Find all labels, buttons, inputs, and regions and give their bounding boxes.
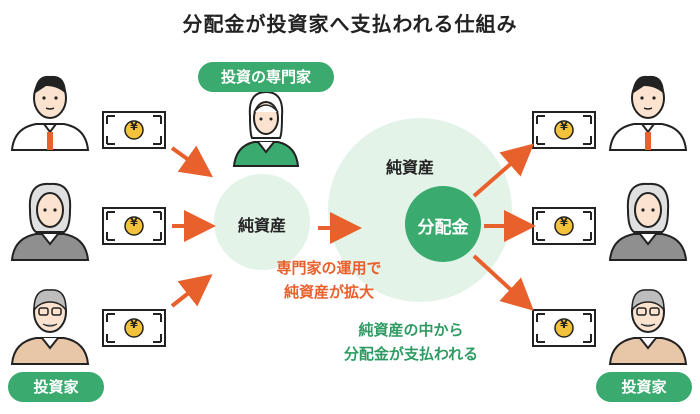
yen-icon: ¥	[560, 216, 568, 229]
distribution-note: 純資産の中から 分配金が支払われる	[316, 318, 506, 366]
growth-note: 専門家の運用で 純資産が拡大	[234, 256, 424, 304]
distribution-note-line-2: 分配金が支払われる	[343, 345, 479, 363]
yen-icon: ¥	[130, 318, 138, 331]
investor-badge-right: 投資家	[596, 372, 692, 402]
arrow-in-bottom	[170, 274, 213, 308]
growth-note-line-1: 専門家の運用で	[276, 259, 382, 277]
investor-badge-left: 投資家	[8, 372, 104, 402]
arrow-out-top	[472, 143, 535, 198]
investor-right-middle-avatar	[609, 182, 687, 261]
small-net-assets-circle	[214, 174, 310, 270]
investor-right-top-avatar	[609, 74, 687, 151]
page-title: 分配金が投資家へ支払われる仕組み	[182, 12, 518, 36]
arrow-in-top	[170, 145, 214, 178]
yen-icon: ¥	[560, 318, 568, 331]
distribution-note-line-1: 純資産の中から	[358, 321, 464, 339]
investor-left-top-avatar	[11, 74, 89, 151]
arrow-out-bottom	[472, 254, 534, 311]
large-net-assets-label: 純資産	[385, 158, 434, 177]
investor-left-bottom-avatar	[11, 288, 89, 365]
yen-icon: ¥	[130, 216, 138, 229]
growth-note-line-2: 純資産が拡大	[283, 283, 374, 301]
investor-right-bottom-avatar	[609, 288, 687, 365]
expert-avatar	[232, 90, 300, 167]
small-net-assets-label: 純資産	[237, 216, 286, 235]
distribution-circle	[405, 186, 481, 262]
investor-left-middle-avatar	[11, 182, 89, 261]
distribution-label: 分配金	[417, 218, 469, 238]
yen-icon: ¥	[560, 120, 568, 133]
expert-badge: 投資の専門家	[198, 62, 334, 92]
yen-icon: ¥	[130, 120, 138, 133]
